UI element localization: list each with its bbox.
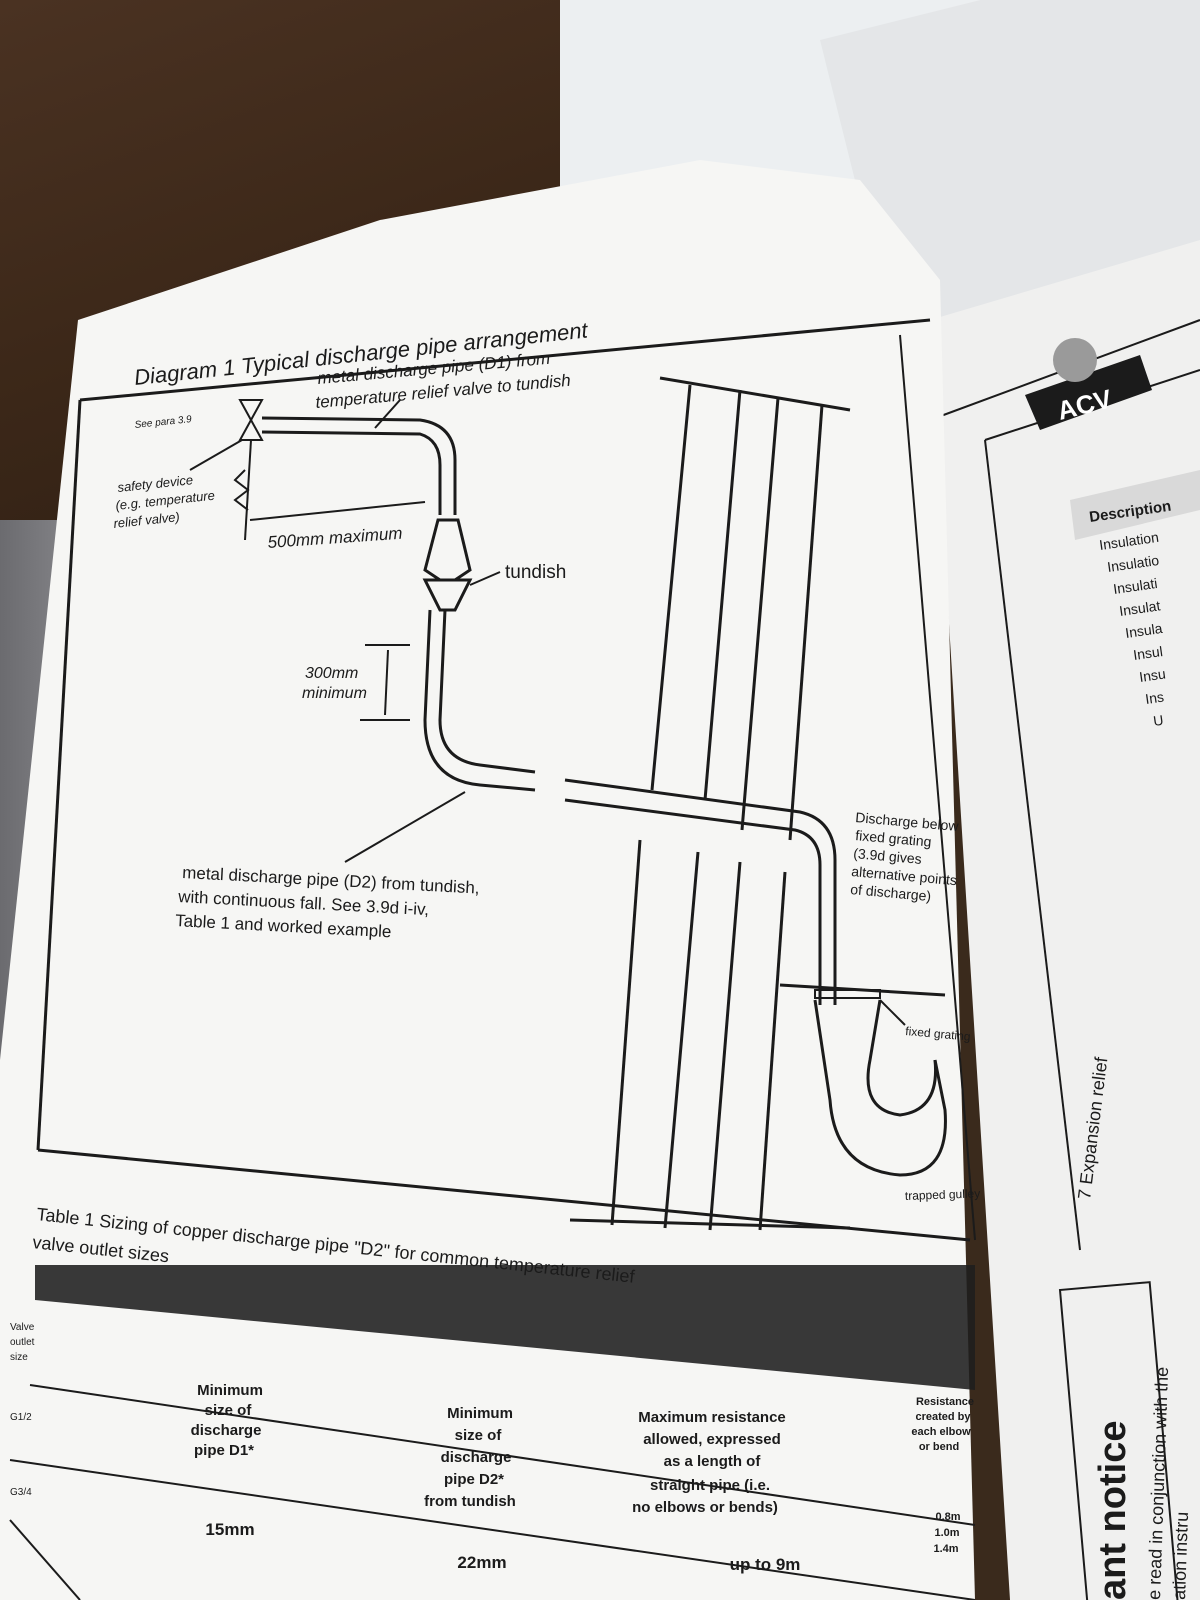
row-valve: G3/4	[10, 1487, 32, 1498]
safety-label: relief valve)	[113, 509, 181, 531]
acv-logo-shape	[1025, 355, 1152, 430]
row-res: 0.8m	[935, 1511, 960, 1523]
row-valve: G1/2	[10, 1412, 32, 1423]
right-item: Insula	[1124, 620, 1163, 641]
col-d2: size of	[455, 1427, 503, 1444]
right-item: Ins	[1144, 689, 1165, 707]
table-subtitle: valve outlet sizes	[32, 1232, 170, 1266]
row-d2: 22mm	[457, 1553, 506, 1572]
row-max: up to 9m	[730, 1555, 801, 1574]
discharge-label: of discharge)	[850, 881, 932, 904]
right-item: Insu	[1138, 665, 1166, 685]
col-res: each elbow	[911, 1426, 971, 1438]
right-item: Insulat	[1118, 597, 1161, 619]
discharge-label: (3.9d gives	[853, 845, 923, 867]
col-max: Maximum resistance	[638, 1409, 786, 1426]
grating-label: fixed grating	[905, 1024, 971, 1044]
col-d1: Minimum	[197, 1382, 263, 1399]
col-res: or bend	[919, 1441, 959, 1453]
grating-icon	[814, 989, 881, 999]
right-item: Insul	[1132, 643, 1164, 663]
row-d1: 15mm	[205, 1520, 254, 1539]
col-valve: Valve	[10, 1322, 35, 1333]
acv-logo-icon	[1053, 338, 1097, 382]
notice-text: ation instru	[1169, 1511, 1192, 1600]
col-valve: size	[10, 1352, 28, 1363]
row-res: 1.0m	[934, 1527, 959, 1539]
right-item: Insulatio	[1106, 552, 1160, 575]
discharge-label: fixed grating	[855, 827, 932, 850]
right-item: U	[1152, 712, 1164, 729]
col-max: no elbows or bends)	[632, 1499, 778, 1516]
col-d2: Minimum	[447, 1405, 513, 1422]
gulley-label: trapped gulley	[905, 1186, 981, 1203]
dim-300-label: minimum	[302, 685, 367, 702]
dim-300-label: 300mm	[305, 665, 358, 682]
col-d2: pipe D2*	[444, 1471, 504, 1488]
col-res: created by	[915, 1411, 971, 1423]
tundish-label: tundish	[505, 562, 566, 583]
relief-valve-icon	[238, 399, 264, 423]
col-valve: outlet	[10, 1337, 35, 1348]
gulley-icon	[813, 999, 947, 1177]
col-d1: discharge	[191, 1422, 262, 1439]
col-d1: size of	[205, 1402, 253, 1419]
col-res: Resistance	[916, 1396, 974, 1408]
col-d2: from tundish	[424, 1493, 516, 1510]
col-max: allowed, expressed	[643, 1431, 781, 1448]
row-res: 1.4m	[933, 1543, 958, 1555]
col-d1: pipe D1*	[194, 1442, 254, 1459]
col-max: as a length of	[664, 1453, 762, 1470]
building-wall	[569, 376, 851, 1231]
right-item: Insulati	[1112, 575, 1158, 597]
notice-heading: ant notice	[1092, 1421, 1134, 1600]
